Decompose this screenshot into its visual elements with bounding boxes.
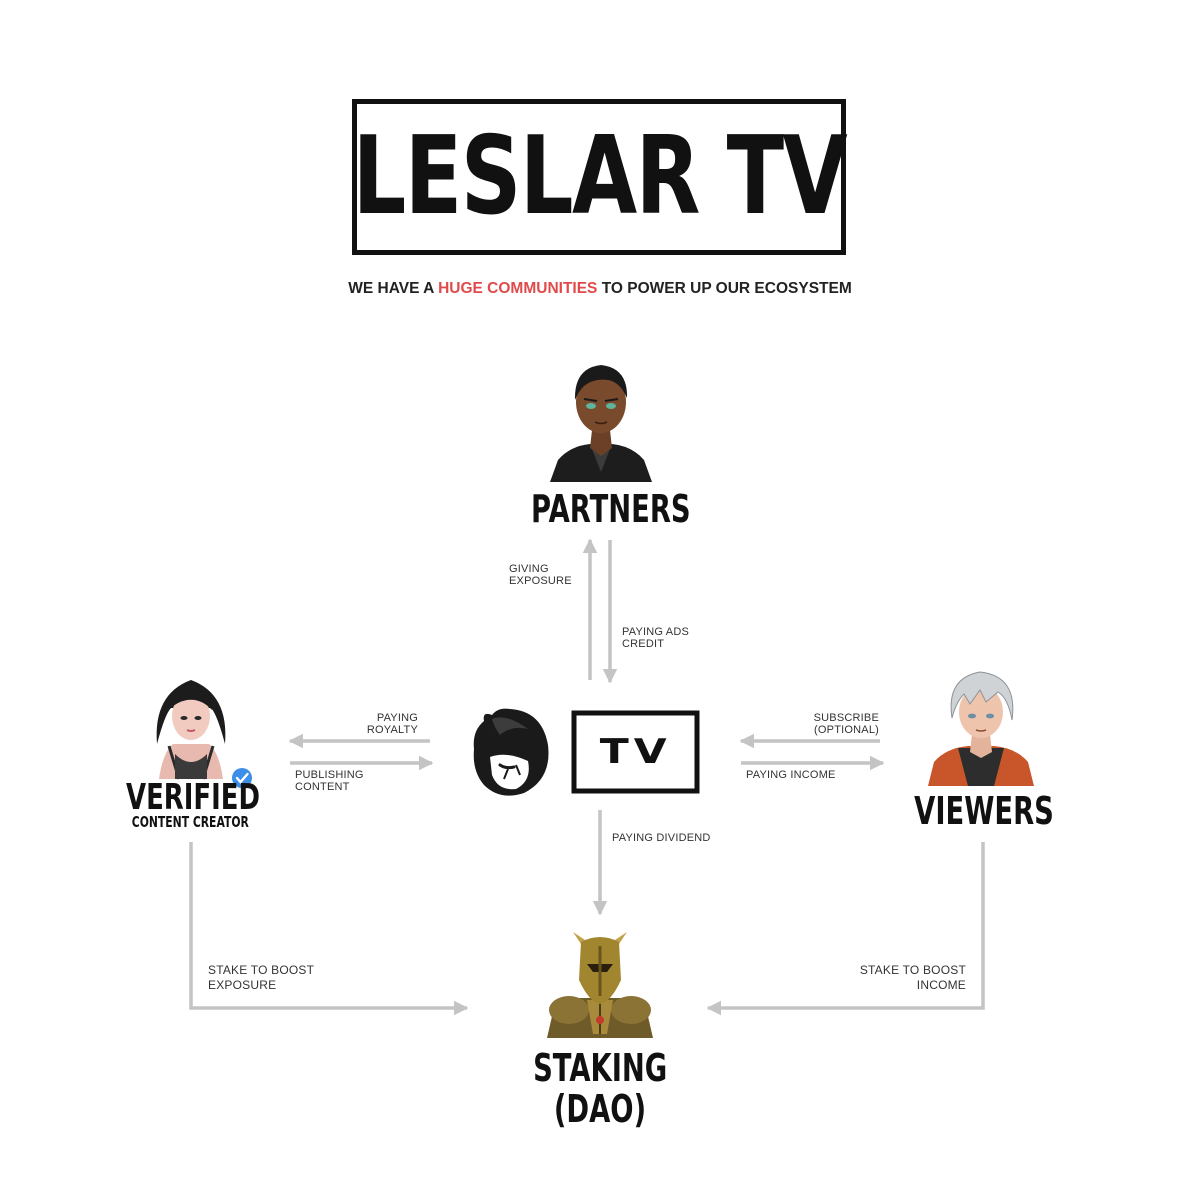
edge-label-paying-income: PAYING INCOME (746, 769, 836, 781)
partners-label: PARTNERS (531, 487, 691, 531)
tagline: WE HAVE A HUGE COMMUNITIES TO POWER UP O… (0, 280, 1182, 298)
tagline-end: TO POWER UP OUR ECOSYSTEM (597, 280, 852, 297)
tv-box (571, 710, 700, 794)
tv-label-wrap: TV (574, 713, 697, 791)
edge-label-subscribe: SUBSCRIBE(OPTIONAL) (813, 712, 879, 736)
edge-label-paying-dividend: PAYING DIVIDEND (612, 832, 711, 844)
dao-label: (DAO) (553, 1087, 647, 1131)
knight-avatar (547, 932, 653, 1038)
viewers-label: VIEWERS (914, 789, 1054, 833)
verified-check-icon (232, 768, 252, 788)
verified-label: VERIFIED (126, 777, 260, 818)
arrow-stake-boost-exposure (189, 842, 469, 1016)
leslar-mascot-logo (473, 708, 549, 796)
title-logo-box: LESLAR TV (352, 99, 847, 255)
tv-label: TV (599, 732, 672, 772)
content-creator-label: CONTENT CREATOR (131, 813, 249, 831)
partner-avatar (550, 365, 652, 482)
tagline-highlight: HUGE COMMUNITIES (438, 280, 598, 297)
tagline-start: WE HAVE A (348, 280, 439, 297)
viewer-avatar (928, 671, 1034, 786)
page-title: LESLAR TV (352, 114, 847, 239)
staking-label: STAKING (532, 1046, 668, 1090)
arrow-stake-boost-income (706, 842, 985, 1016)
creator-avatar (156, 680, 226, 780)
